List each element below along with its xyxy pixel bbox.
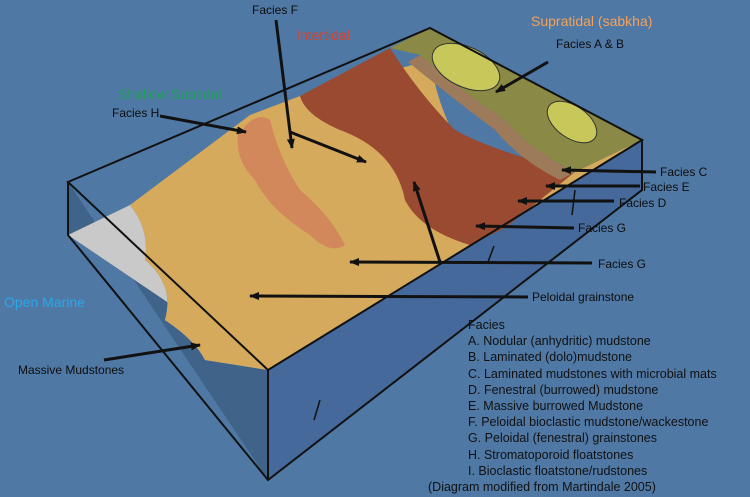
legend-item: D. Fenestral (burrowed) mudstone: [468, 382, 659, 397]
facies-ab-label: Facies A & B: [556, 37, 625, 51]
legend-item: I. Bioclastic floatstone/rudstones: [468, 463, 648, 478]
facies-g-label-2: Facies G: [598, 257, 647, 271]
legend-item: A. Nodular (anhydritic) mudstone: [468, 334, 651, 349]
legend-item: F. Peloidal bioclastic mudstone/wackesto…: [468, 415, 709, 430]
annotation-arrows: [103, 19, 657, 362]
intertidal-label: Intertidal: [296, 27, 350, 43]
facies-h-label: Facies H: [112, 106, 160, 120]
facies-d-label: Facies D: [619, 196, 667, 210]
facies-g-label-1: Facies G: [578, 221, 627, 235]
legend-item: G. Peloidal (fenestral) grainstones: [468, 431, 657, 446]
legend-item: E. Massive burrowed Mudstone: [468, 399, 644, 414]
block-outline: [66, 26, 645, 482]
mudstone-area: [68, 205, 268, 370]
supratidal-label: Supratidal (sabkha): [531, 13, 653, 29]
open-marine-label: Open Marine: [4, 294, 85, 310]
legend-item: C. Laminated mudstones with microbial ma…: [468, 366, 717, 381]
laminated-band: [408, 55, 575, 180]
intertidal-area: [300, 48, 575, 245]
legend-credit: (Diagram modified from Martindale 2005): [428, 480, 656, 495]
legend-item: B. Laminated (dolo)mudstone: [468, 350, 632, 365]
facies-e-label: Facies E: [643, 180, 690, 194]
shallow-subtidal-label: Shallow Subtidal: [118, 86, 222, 102]
facies-c-label: Facies C: [660, 165, 708, 179]
legend-title: Facies: [468, 318, 505, 332]
peloidal-grainstone-label: Peloidal grainstone: [532, 290, 635, 304]
stromatoporoid-area: [237, 117, 345, 249]
facies-f-label: Facies F: [252, 3, 299, 17]
block-side-face: [268, 140, 642, 480]
massive-mudstones-label: Massive Mudstones: [18, 363, 125, 377]
legend-item: H. Stromatoporoid floatstones: [468, 447, 634, 462]
facies-legend: Facies A. Nodular (anhydritic) mudstone …: [428, 317, 717, 495]
